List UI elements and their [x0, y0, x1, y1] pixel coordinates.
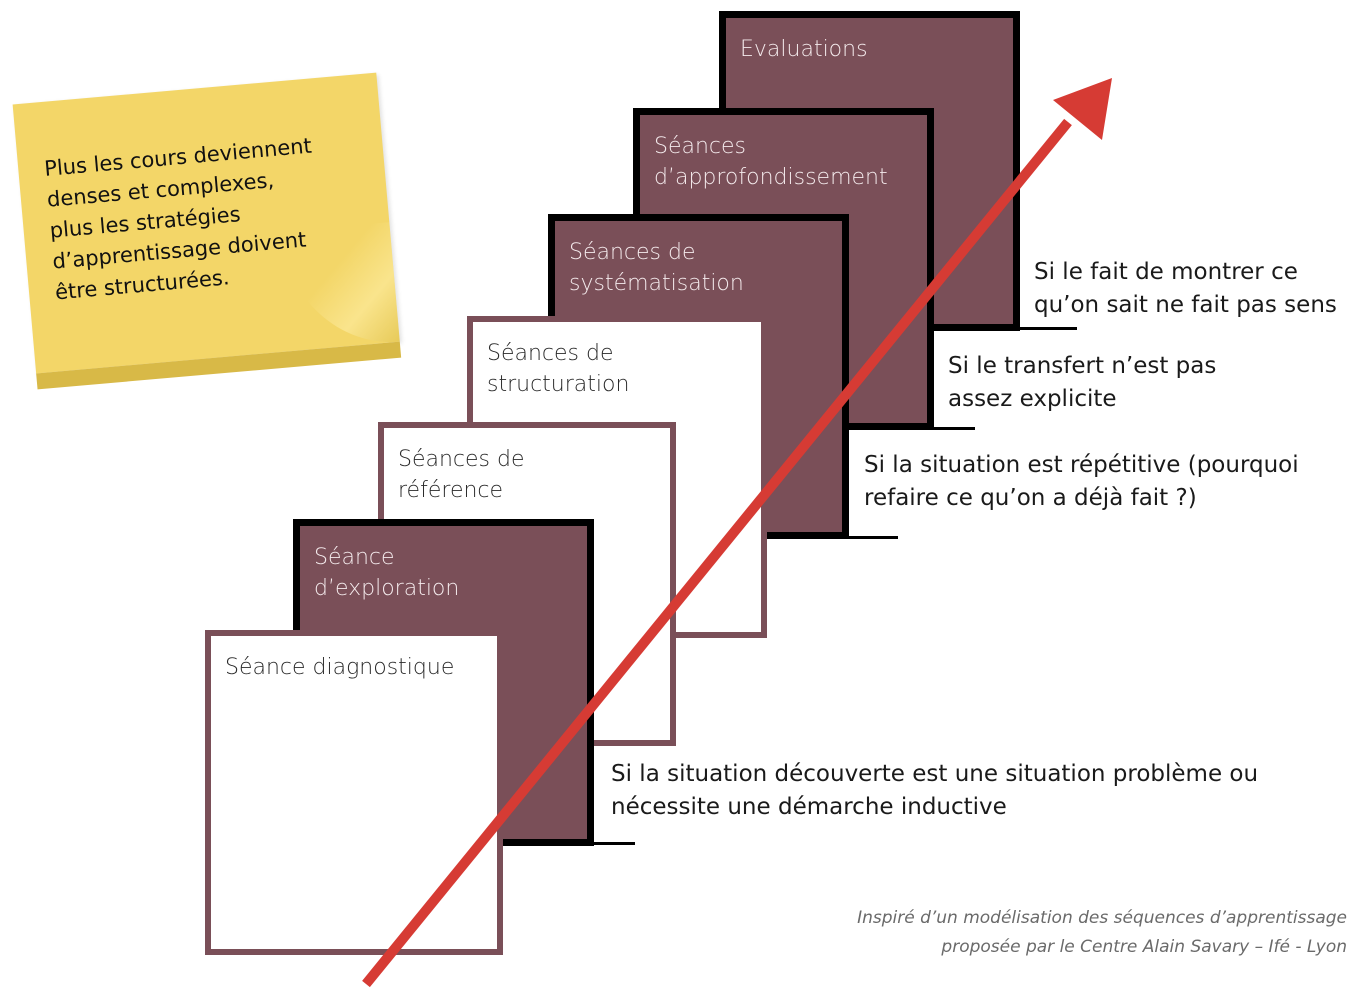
- baseline-systematisation: [843, 536, 898, 539]
- note-transfert: Si le transfert n’est pas assez explicit…: [948, 353, 1217, 412]
- baseline-evaluations: [1015, 327, 1077, 330]
- card-systematisation-label: Séances de systématisation: [569, 240, 744, 296]
- card-evaluations-label: Evaluations: [740, 37, 868, 62]
- card-diagnostique: Séance diagnostique: [205, 630, 503, 955]
- arrow-head: [1053, 78, 1112, 140]
- baseline-exploration: [588, 842, 635, 845]
- card-approfondissement-label: Séances d’approfondissement: [654, 134, 888, 190]
- card-structuration-label: Séances de structuration: [487, 341, 630, 397]
- note-sens: Si le fait de montrer ce qu’on sait ne f…: [1034, 259, 1337, 318]
- card-diagnostique-label: Séance diagnostique: [225, 655, 455, 680]
- note-repetitive: Si la situation est répétitive (pourquoi…: [864, 452, 1299, 511]
- note-decouverte: Si la situation découverte est une situa…: [611, 761, 1259, 820]
- credit-text: Inspiré d’un modélisation des séquences …: [857, 908, 1347, 957]
- card-reference-label: Séances de référence: [398, 447, 525, 503]
- arrow-shaft: [362, 118, 1072, 988]
- card-exploration-label: Séance d’exploration: [314, 545, 460, 601]
- baseline-approfondissement: [928, 427, 975, 430]
